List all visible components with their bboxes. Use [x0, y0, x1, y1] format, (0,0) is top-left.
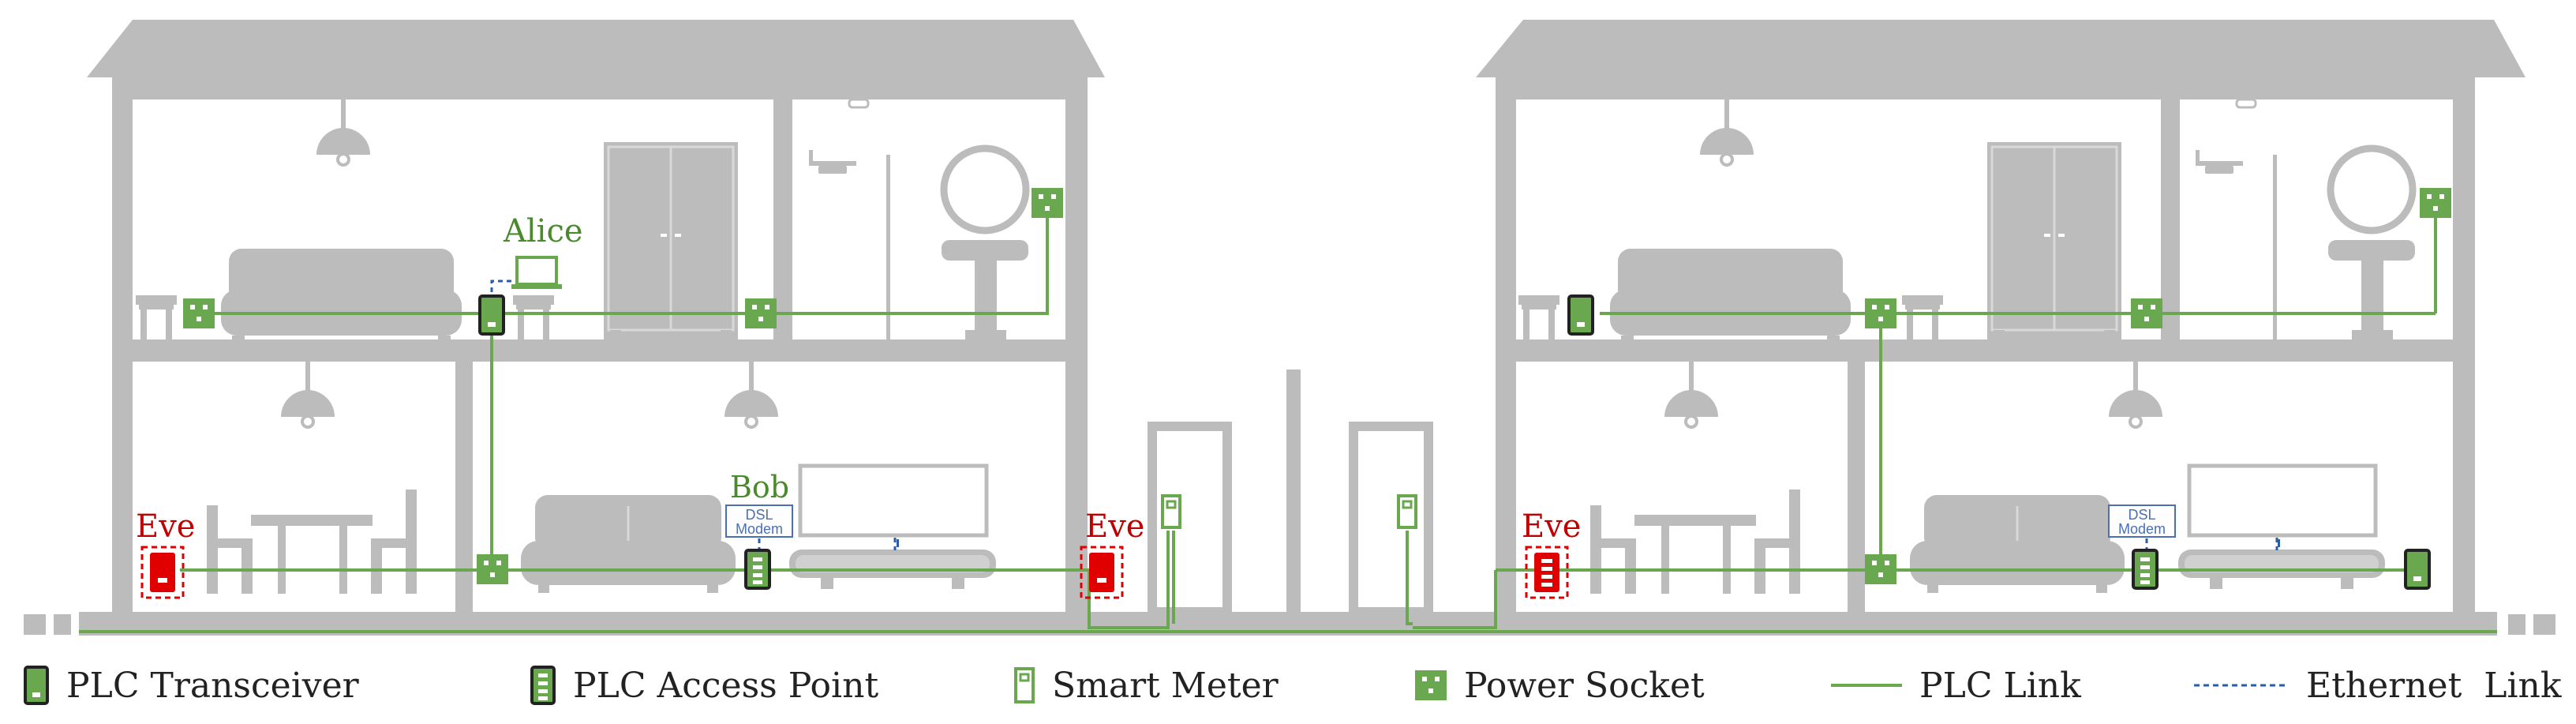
dsl-modem-box — [2108, 505, 2176, 538]
smart-meter-icon — [1397, 494, 1417, 529]
legend: PLC Transceiver PLC Access Point Smart M… — [0, 647, 2576, 724]
legend-item-plc-transceiver: PLC Transceiver — [24, 662, 359, 709]
left-house — [87, 20, 1105, 612]
legend-label-plc-transceiver: PLC Transceiver — [66, 665, 359, 706]
left-house-devices — [140, 188, 1181, 599]
dsl-modem-label-right-line2: Modem — [2118, 521, 2166, 537]
legend-item-smart-meter: Smart Meter — [1014, 662, 1279, 709]
power-socket-icon — [2131, 298, 2162, 328]
power-socket-icon — [183, 298, 215, 328]
dsl-modem-label-left-line1: DSL — [745, 507, 773, 523]
alice-label: Alice — [503, 213, 583, 249]
eve-frame — [1525, 546, 1569, 599]
eve-device-icon — [1089, 553, 1114, 592]
smart-meter-icon — [1161, 494, 1181, 529]
power-socket-icon — [745, 298, 777, 328]
eve-label-outside: Eve — [1085, 508, 1144, 545]
power-socket-icon — [1865, 554, 1896, 584]
legend-item-power-socket: Power Socket — [1415, 662, 1705, 709]
legend-item-ethernet-link: Ethernet Link — [2194, 662, 2562, 709]
dsl-modem-label-left-line2: Modem — [736, 521, 783, 537]
plc-transceiver-icon — [2404, 549, 2431, 590]
plc-access-point-icon — [2132, 549, 2159, 590]
right-house-devices — [1397, 188, 2451, 599]
plc-link-line-icon — [1831, 684, 1902, 687]
eve-device-icon — [150, 553, 175, 592]
legend-label-power-socket: Power Socket — [1464, 665, 1705, 706]
plc-access-point-icon — [744, 549, 771, 590]
ethernet-link-line-icon — [2194, 684, 2289, 687]
right-house — [1476, 20, 2525, 612]
plc-links — [79, 218, 2497, 633]
legend-label-plc-link: PLC Link — [1919, 665, 2081, 706]
legend-label-ethernet-link: Ethernet Link — [2306, 665, 2562, 706]
eve-frame — [140, 546, 185, 599]
power-socket-icon — [1865, 298, 1896, 328]
power-socket-icon — [1032, 188, 1063, 218]
bob-label: Bob — [730, 470, 789, 505]
plc-access-point-icon — [530, 666, 556, 705]
plc-transceiver-icon — [1567, 294, 1594, 336]
power-socket-icon — [477, 554, 508, 584]
eve-label-left-inside: Eve — [136, 508, 195, 545]
laptop-icon — [511, 256, 562, 289]
power-socket-icon — [2420, 188, 2451, 218]
power-socket-icon — [1415, 670, 1447, 700]
smart-meter-icon — [1014, 667, 1035, 703]
legend-label-smart-meter: Smart Meter — [1052, 665, 1279, 706]
dsl-modem-box — [725, 505, 793, 538]
legend-item-plc-link: PLC Link — [1831, 662, 2081, 709]
eve-frame — [1080, 546, 1124, 599]
plc-transceiver-icon — [478, 294, 505, 336]
street-structures — [24, 370, 2555, 636]
legend-item-plc-access-point: PLC Access Point — [530, 662, 878, 709]
legend-label-plc-access-point: PLC Access Point — [573, 665, 879, 706]
dsl-modem-label-right-line1: DSL — [2128, 507, 2155, 523]
plc-transceiver-icon — [24, 666, 49, 705]
eve-access-point-icon — [1534, 553, 1559, 592]
eve-label-right-inside: Eve — [1522, 508, 1581, 545]
